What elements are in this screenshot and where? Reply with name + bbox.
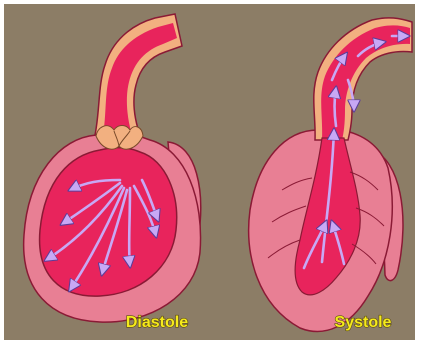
diastole-aortic-valve [96, 126, 143, 150]
diastole-arrow-6 [129, 188, 130, 266]
diastole-label: Diastole [126, 314, 188, 331]
systole-label: Systole [335, 314, 392, 331]
systole-arrow-4 [335, 88, 337, 126]
